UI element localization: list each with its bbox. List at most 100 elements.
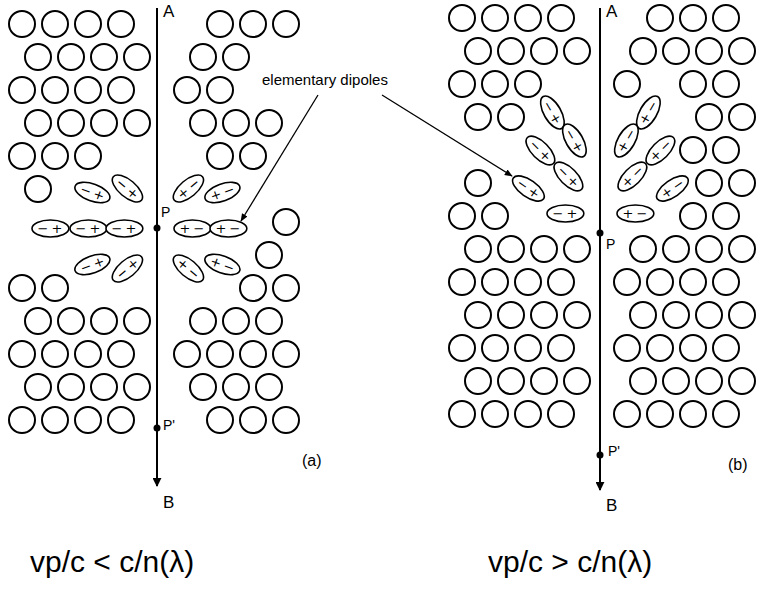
molecule-circle	[564, 236, 590, 262]
molecule-circle	[548, 269, 574, 295]
molecule-circle	[729, 104, 755, 130]
molecule-circle	[449, 401, 475, 427]
elementary-dipole: −+	[556, 118, 592, 161]
molecule-circle	[240, 11, 266, 37]
point-label: P'	[163, 418, 175, 433]
molecule-circle	[75, 143, 101, 169]
elementary-dipole: −+	[106, 168, 148, 208]
molecule-circle	[58, 44, 84, 70]
molecule-circle	[25, 44, 51, 70]
molecule-circle	[108, 11, 134, 37]
molecule-circle	[223, 44, 249, 70]
charge-sign: +	[126, 222, 137, 235]
molecule-circle	[223, 374, 249, 400]
dipole-outline	[651, 169, 694, 207]
point-label: P'	[608, 444, 620, 459]
elementary-dipole: −+	[69, 219, 108, 238]
molecule-circle	[696, 236, 722, 262]
point-marker	[154, 425, 161, 432]
molecule-circle	[713, 71, 739, 97]
elementary-dipole: +−	[209, 219, 248, 238]
elementary-dipole: +−	[616, 204, 655, 223]
molecule-circle	[9, 341, 35, 367]
molecule-circle	[273, 341, 299, 367]
molecule-circle	[729, 236, 755, 262]
molecule-circle	[207, 407, 233, 433]
molecule-circle	[124, 374, 150, 400]
molecule-circle	[207, 11, 233, 37]
molecule-circle	[25, 110, 51, 136]
molecule-circle	[680, 137, 706, 163]
end-label: A	[163, 3, 174, 22]
molecule-circle	[680, 269, 706, 295]
dipole-outline	[556, 118, 592, 161]
dipole-outline	[616, 204, 655, 223]
molecule-circle	[680, 401, 706, 427]
molecule-circle	[207, 143, 233, 169]
molecule-circle	[91, 308, 117, 334]
charge-sign: +	[623, 207, 634, 220]
molecule-circle	[482, 269, 508, 295]
molecule-circle	[174, 341, 200, 367]
molecule-circle	[190, 374, 216, 400]
molecule-circle	[614, 401, 640, 427]
panel-label: (b)	[728, 456, 748, 474]
molecule-circle	[696, 104, 722, 130]
elementary-dipole: −+	[546, 204, 585, 223]
molecule-circle	[465, 368, 491, 394]
particle-track	[156, 8, 158, 486]
molecule-circle	[108, 77, 134, 103]
dipole-outline	[546, 204, 585, 223]
molecule-circle	[663, 302, 689, 328]
molecule-circle	[42, 275, 68, 301]
molecule-circle	[548, 401, 574, 427]
molecule-circle	[515, 335, 541, 361]
molecule-circle	[42, 407, 68, 433]
molecule-circle	[91, 374, 117, 400]
point-marker	[597, 452, 604, 459]
molecule-circle	[465, 302, 491, 328]
molecule-circle	[498, 38, 524, 64]
molecule-circle	[207, 341, 233, 367]
leader-line	[241, 95, 318, 221]
charge-sign: −	[621, 126, 638, 142]
molecule-circle	[91, 44, 117, 70]
molecule-circle	[9, 11, 35, 37]
molecule-circle	[9, 77, 35, 103]
molecule-circle	[680, 5, 706, 31]
molecule-circle	[273, 11, 299, 37]
elementary-dipole: −+	[71, 248, 114, 279]
elementary-dipole: −+	[31, 219, 70, 238]
molecule-circle	[498, 104, 524, 130]
panel-label: (a)	[302, 452, 322, 470]
molecule-circle	[256, 308, 282, 334]
charge-sign: −	[194, 222, 205, 235]
molecule-circle	[713, 137, 739, 163]
molecule-circle	[630, 236, 656, 262]
molecule-circle	[75, 11, 101, 37]
charge-sign: −	[78, 182, 93, 198]
molecule-circle	[498, 236, 524, 262]
point-marker	[154, 225, 161, 232]
molecule-circle	[531, 368, 557, 394]
molecule-circle	[449, 203, 475, 229]
molecule-circle	[680, 203, 706, 229]
elementary-dipole: −+	[507, 169, 550, 207]
molecule-circle	[124, 44, 150, 70]
molecule-circle	[630, 38, 656, 64]
molecule-circle	[240, 275, 266, 301]
molecule-circle	[25, 176, 51, 202]
elementary-dipole: −+	[105, 219, 144, 238]
molecule-circle	[174, 77, 200, 103]
dipole-outline	[201, 248, 244, 279]
point-label: P	[606, 237, 615, 252]
molecule-circle	[531, 236, 557, 262]
dipole-outline	[31, 219, 70, 238]
molecule-circle	[75, 407, 101, 433]
molecule-circle	[663, 236, 689, 262]
dipole-outline	[167, 248, 209, 288]
molecule-circle	[465, 38, 491, 64]
molecule-circle	[515, 71, 541, 97]
molecule-circle	[630, 302, 656, 328]
dipole-outline	[69, 219, 108, 238]
